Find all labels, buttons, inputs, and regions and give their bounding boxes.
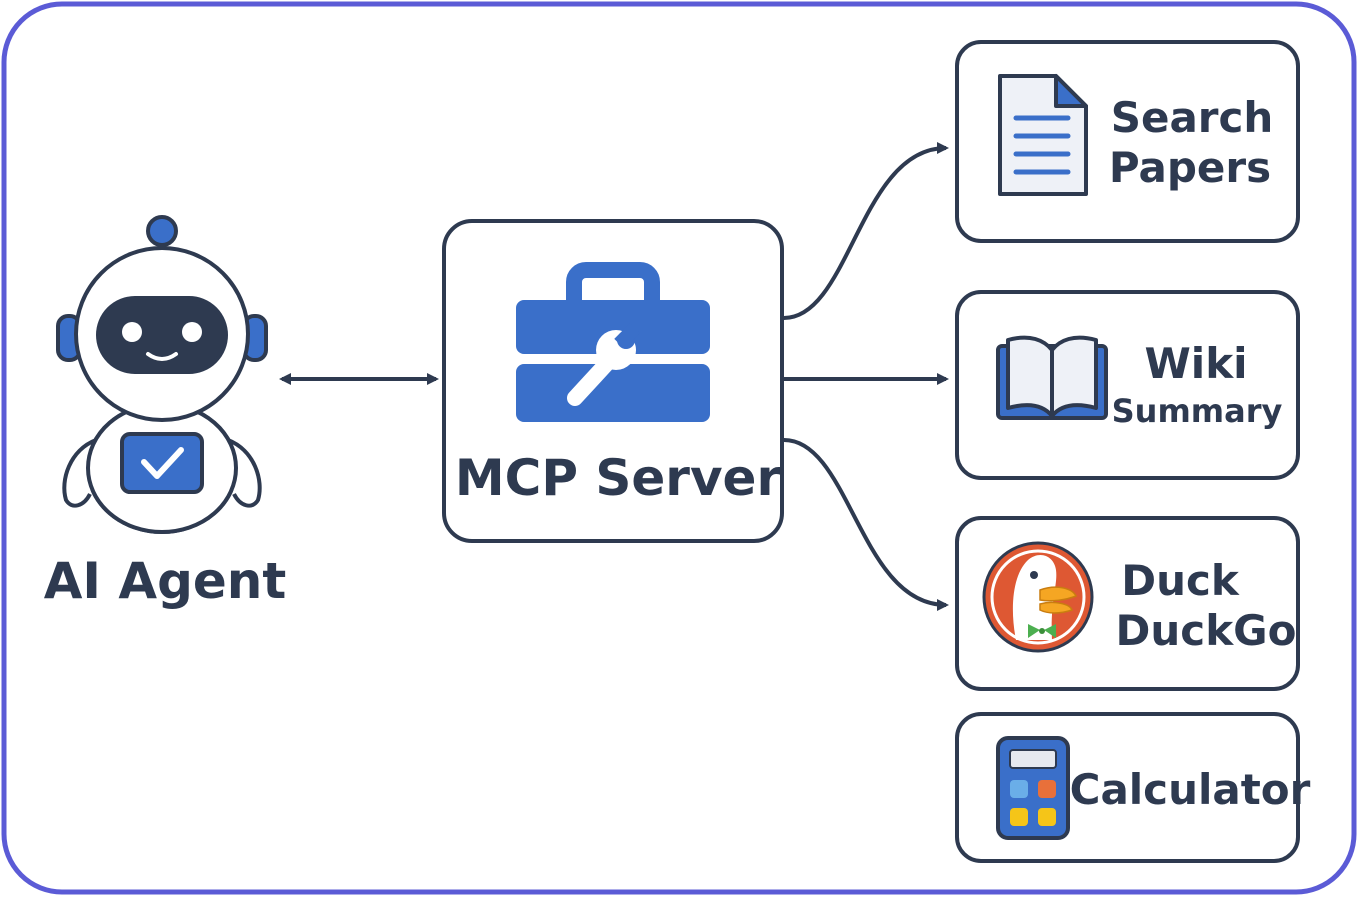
search-papers-line2: Papers [1109,143,1271,192]
duck-line1: Duck [1121,556,1240,605]
agent-label: AI Agent [44,552,287,610]
wiki-line1: Wiki [1144,339,1247,388]
connector-duckduckgo [783,438,949,611]
calculator-label: Calculator [1070,765,1311,814]
check-icon [141,447,184,479]
duckduckgo-logo [982,541,1094,653]
duck-line2: DuckGo [1116,606,1297,655]
connector-search-papers [783,142,949,320]
wiki-line2: Summary [1112,392,1283,430]
calculator-icon [996,736,1070,840]
toolbox-icon [516,262,710,422]
search-papers-line1: Search [1111,93,1274,142]
document-icon [998,74,1088,196]
robot-face [122,322,202,361]
open-book-icon [996,335,1108,420]
tool-box-wiki-summary [955,290,1300,480]
server-label: MCP Server [455,449,782,507]
